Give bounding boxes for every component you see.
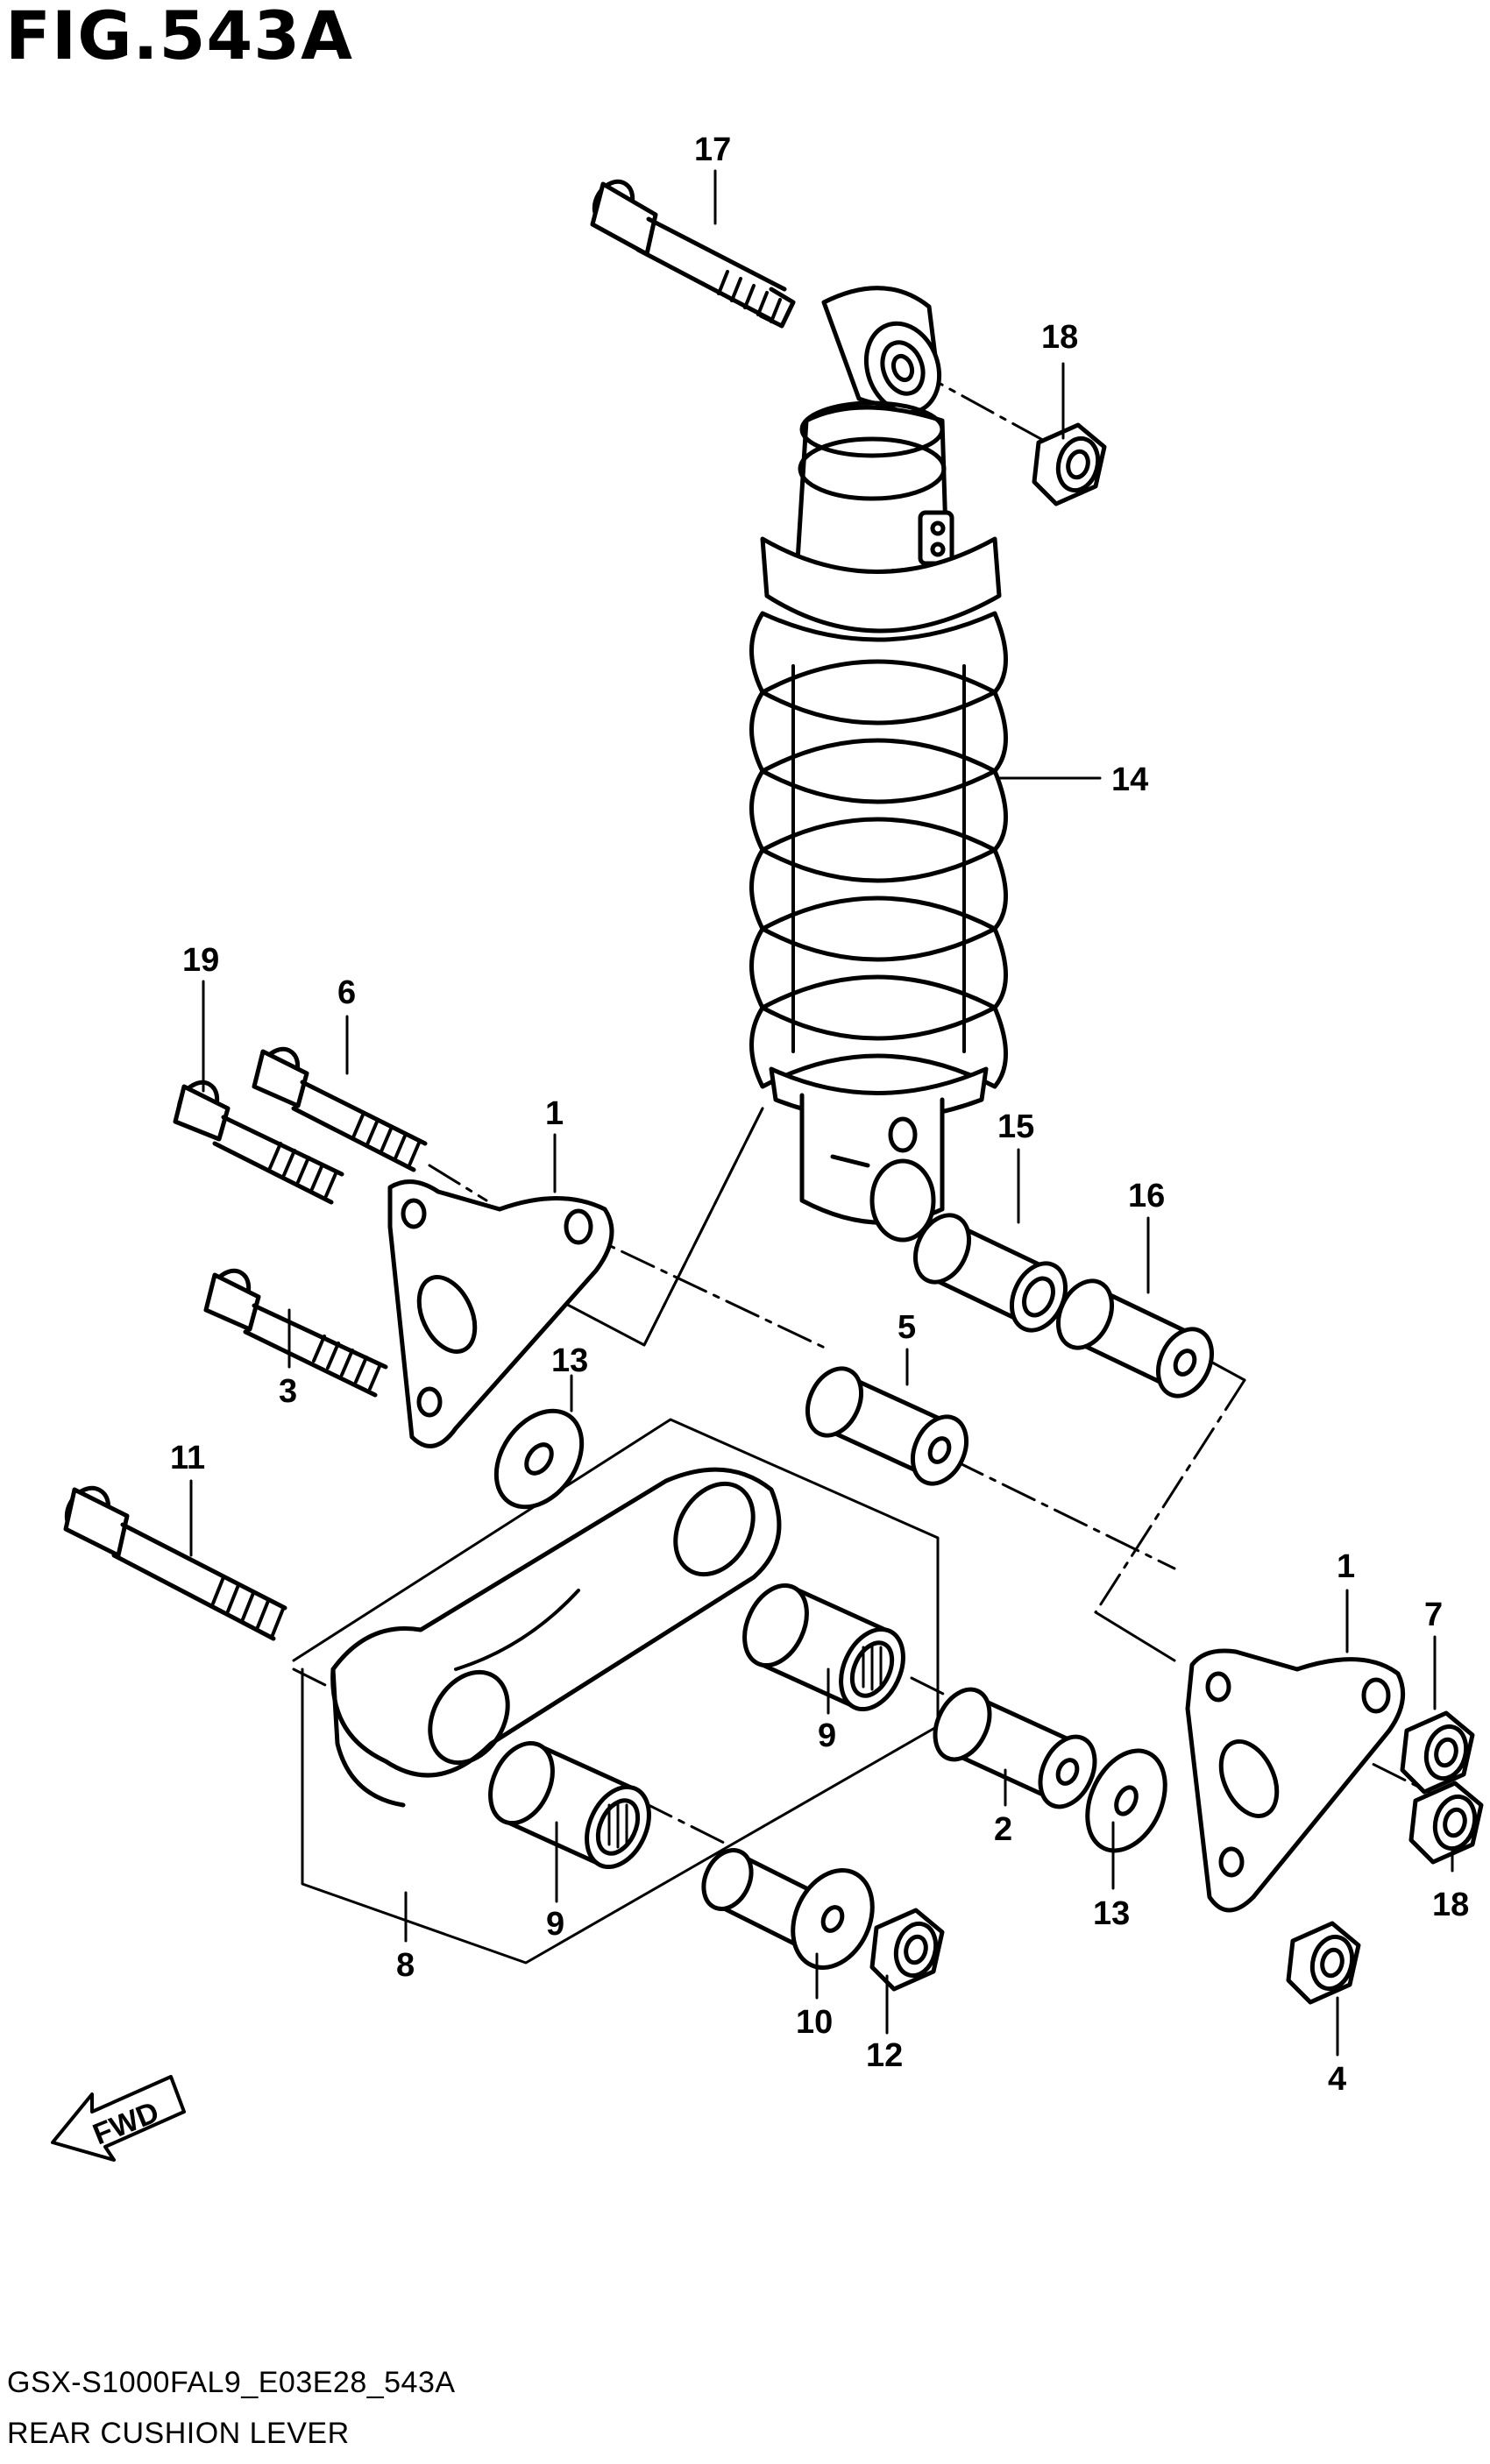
bolt-11 <box>63 1485 287 1641</box>
bolt-3 <box>203 1268 388 1398</box>
callout-19: 19 <box>182 942 219 979</box>
callout-18-right: 18 <box>1432 1887 1469 1923</box>
callout-15: 15 <box>997 1108 1034 1145</box>
assembly-name: REAR CUSHION LEVER <box>7 2417 350 2450</box>
callout-14: 14 <box>1111 761 1148 798</box>
callout-5: 5 <box>898 1309 916 1346</box>
bolt-17-top <box>590 179 796 329</box>
shock-absorber-14 <box>749 286 1008 1243</box>
callout-1-left: 1 <box>545 1095 564 1132</box>
callout-18-top: 18 <box>1041 319 1078 356</box>
callout-leaders <box>189 169 1454 2057</box>
bracket-1-left <box>387 1179 614 1448</box>
callout-13-right: 13 <box>1093 1895 1130 1932</box>
collar-5 <box>805 1366 968 1486</box>
cushion-rod-8 <box>330 1467 782 1808</box>
nut-18-top <box>1032 422 1107 506</box>
callout-16: 16 <box>1128 1178 1165 1214</box>
washer-13-right <box>1085 1748 1167 1853</box>
callout-3: 3 <box>279 1373 297 1410</box>
callout-9-lower: 9 <box>546 1906 564 1943</box>
callout-9-upper: 9 <box>818 1717 836 1754</box>
callout-6: 6 <box>337 974 356 1011</box>
bushing-15 <box>913 1213 1068 1333</box>
figure-title: FIG.543A <box>5 0 353 74</box>
needle-bearing-9-lower <box>488 1740 651 1870</box>
nut-4 <box>1286 1921 1361 2005</box>
nut-18-right <box>1408 1781 1484 1865</box>
callout-labels: 17 18 14 19 6 1 15 16 5 13 3 11 1 7 9 9 … <box>170 131 1469 2098</box>
bracket-1-right <box>1185 1648 1406 1913</box>
washer-13-left <box>493 1408 585 1510</box>
nut-12 <box>869 1908 945 1992</box>
bolt-6 <box>252 1046 428 1172</box>
needle-bearing-9-upper <box>742 1582 905 1712</box>
callout-2: 2 <box>994 1811 1012 1848</box>
callout-8: 8 <box>396 1947 415 1984</box>
callout-11: 11 <box>170 1440 205 1476</box>
callout-1-right: 1 <box>1337 1548 1355 1585</box>
collar-2 <box>933 1687 1097 1809</box>
callout-17: 17 <box>694 131 731 168</box>
callout-13-left: 13 <box>551 1342 588 1379</box>
collar-16 <box>1056 1278 1214 1398</box>
callout-12: 12 <box>866 2037 903 2074</box>
callout-7: 7 <box>1424 1597 1443 1633</box>
bolt-19 <box>173 1080 344 1205</box>
fwd-arrow-icon: FWD <box>51 2075 186 2162</box>
nut-7 <box>1400 1710 1475 1795</box>
callout-10: 10 <box>796 2004 833 2041</box>
callout-4: 4 <box>1328 2061 1346 2098</box>
pin-10 <box>701 1848 875 1970</box>
model-code: GSX-S1000FAL9_E03E28_543A <box>7 2366 456 2399</box>
